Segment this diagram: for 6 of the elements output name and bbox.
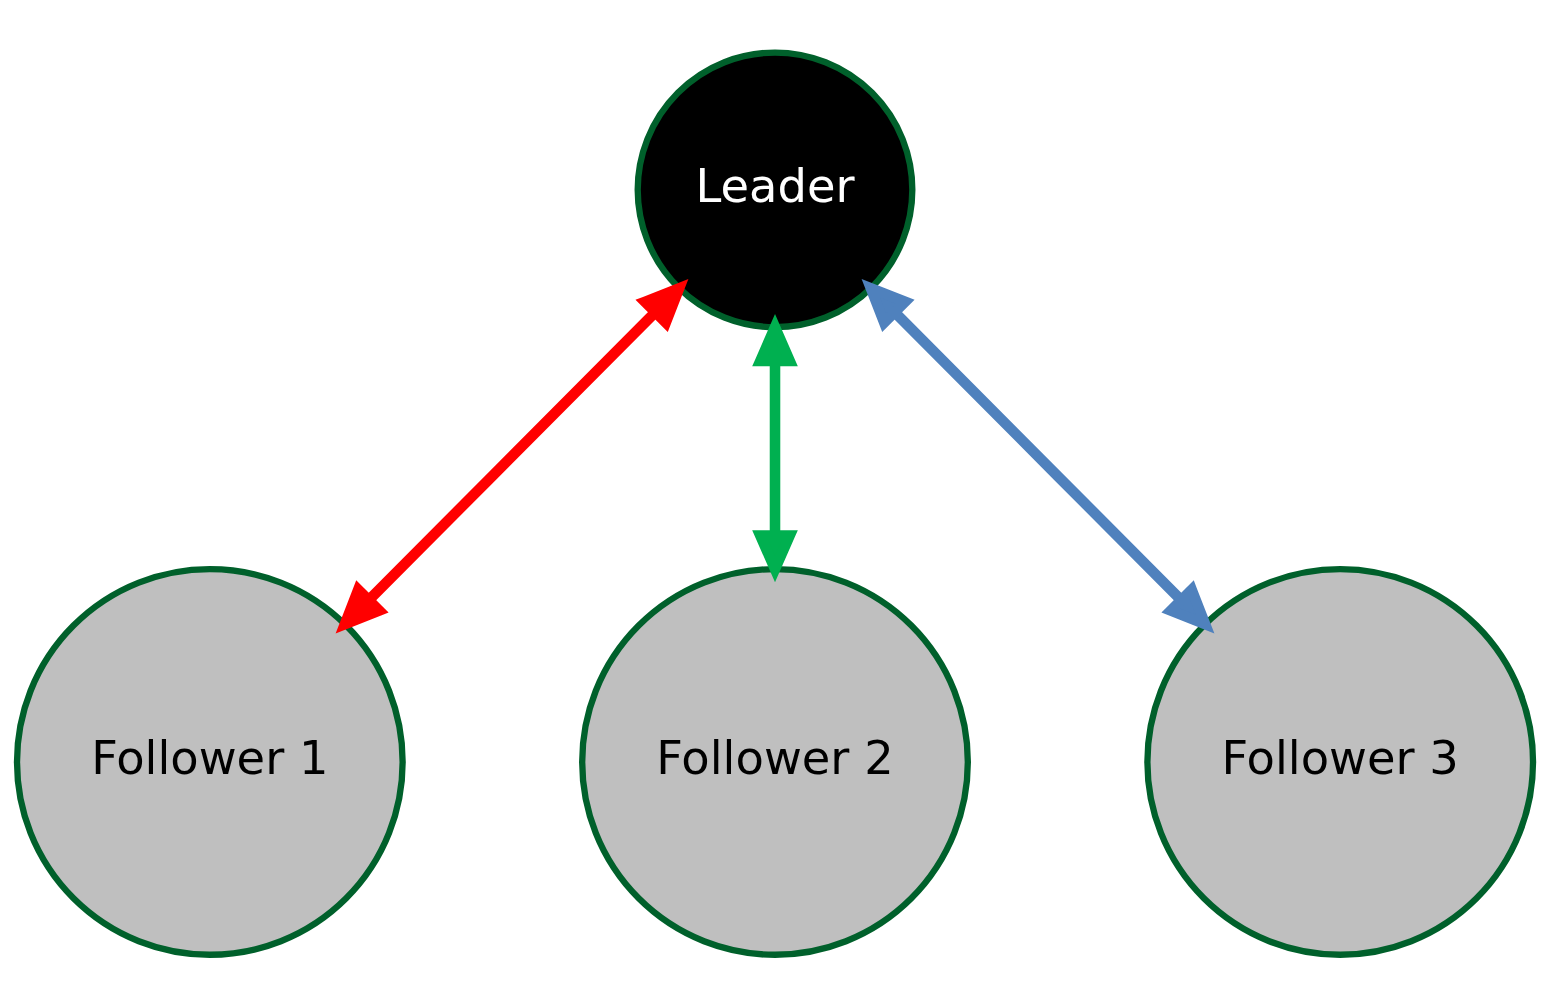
arrow [335,279,688,634]
node-circle: Follower 3 [1143,565,1536,958]
node-circle: Follower 1 [13,565,406,958]
arrow [861,279,1214,634]
arrow [751,314,798,583]
node-circle: Follower 2 [578,565,971,958]
